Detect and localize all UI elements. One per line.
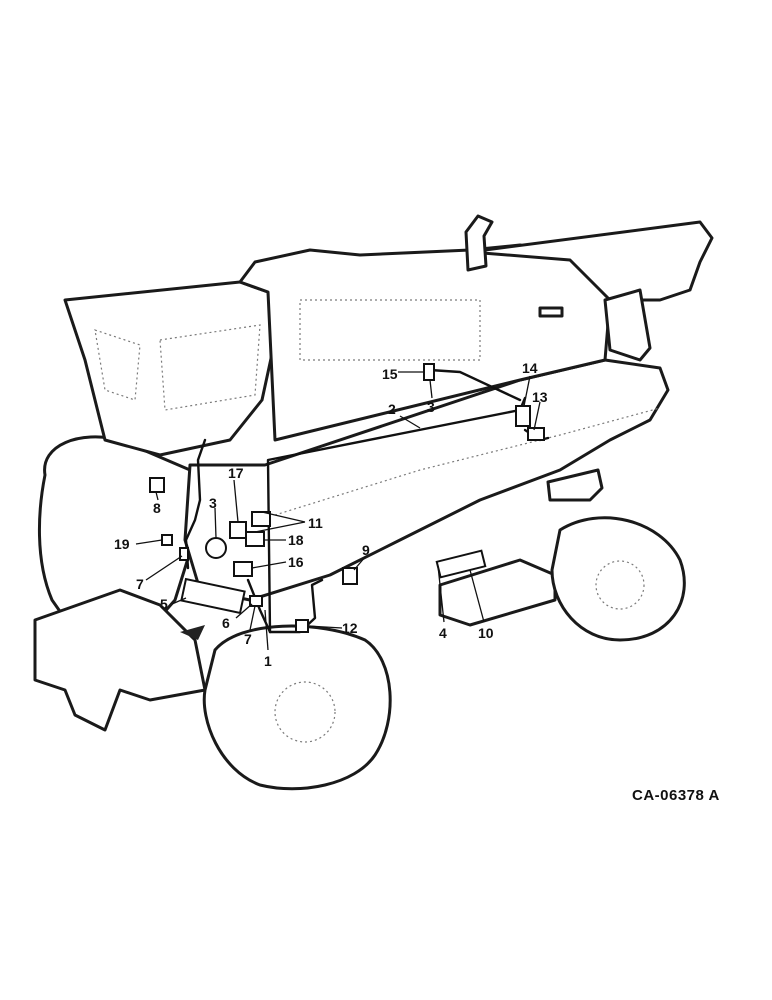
ladder-rail	[603, 288, 652, 362]
callout-9: 9	[362, 542, 370, 558]
leader-4	[437, 565, 445, 623]
leader-12	[307, 625, 343, 629]
cab-window	[94, 329, 141, 401]
leader-3a	[214, 507, 217, 539]
callout-14: 14	[522, 360, 538, 376]
leader-7b	[249, 605, 256, 631]
exhaust-stack	[464, 214, 494, 272]
engine-grille	[299, 299, 481, 361]
callout-6: 6	[222, 615, 230, 631]
callout-5: 5	[160, 596, 168, 612]
callout-2: 2	[388, 401, 396, 417]
component-3-relay	[205, 537, 227, 559]
component-11-relay	[251, 511, 271, 527]
leader-11b	[254, 521, 306, 533]
components	[149, 363, 545, 633]
rear-triangle-mark	[180, 625, 205, 640]
right-gear	[546, 468, 604, 502]
callout-15: 15	[382, 366, 398, 382]
harness-main-run	[266, 396, 527, 634]
drawing-number: CA-06378 A	[632, 787, 720, 804]
callout-1: 1	[264, 653, 272, 669]
leader-5	[171, 597, 187, 605]
callout-7b: 7	[244, 631, 252, 647]
leader-19	[135, 539, 163, 545]
harness-top-run	[428, 368, 522, 402]
leader-3b	[429, 379, 433, 399]
callout-18: 18	[288, 532, 304, 548]
component-18-relay	[245, 531, 265, 547]
harness-lower-run	[268, 578, 324, 634]
component-6-connector	[249, 595, 263, 607]
component-16-module	[233, 561, 253, 577]
component-12-connector	[295, 619, 309, 633]
leader-14	[523, 375, 531, 407]
callout-12: 12	[342, 620, 358, 636]
side-panel	[159, 324, 261, 411]
front-left-hub	[274, 681, 336, 743]
leader-11a	[261, 511, 306, 523]
leader-10	[469, 569, 485, 623]
component-9-switch	[342, 567, 358, 585]
leader-9	[353, 555, 367, 571]
component-13-connector	[527, 427, 545, 441]
leader-7a	[145, 555, 183, 581]
callout-3b: 3	[427, 399, 435, 415]
leader-2	[399, 415, 421, 429]
component-17-relay	[229, 521, 247, 539]
component-19-clip	[161, 534, 173, 546]
leader-17	[233, 479, 239, 523]
top-tab	[538, 306, 564, 318]
leader-8	[155, 491, 159, 501]
hull-band	[274, 407, 661, 516]
rear-frame	[33, 588, 207, 732]
callout-16: 16	[288, 554, 304, 570]
callout-labels: 1 2 3 3 4 5 6 7 7 8 9 10 11 12 13 14 15 …	[114, 360, 548, 669]
component-7a-clip	[179, 547, 189, 561]
component-8-bracket	[149, 477, 165, 493]
callout-7a: 7	[136, 576, 144, 592]
component-15-block	[423, 363, 435, 381]
front-platform	[438, 558, 557, 627]
component-5-box	[180, 577, 246, 615]
component-14-block	[515, 405, 531, 427]
front-right-hub	[595, 560, 645, 610]
leader-16	[251, 561, 287, 569]
callout-13: 13	[532, 389, 548, 405]
leader-1	[264, 609, 269, 651]
unloading-auger	[468, 220, 714, 304]
callout-19: 19	[114, 536, 130, 552]
harness-rear-branch	[184, 438, 207, 570]
callout-11: 11	[308, 515, 323, 531]
combine-body	[33, 214, 714, 791]
callout-8: 8	[153, 500, 161, 516]
leader-lines	[135, 371, 541, 651]
leader-13	[533, 401, 541, 431]
callout-3a: 3	[209, 495, 217, 511]
callout-17: 17	[228, 465, 244, 481]
callout-10: 10	[478, 625, 494, 641]
callout-4: 4	[439, 625, 447, 641]
leader-6	[235, 603, 253, 619]
